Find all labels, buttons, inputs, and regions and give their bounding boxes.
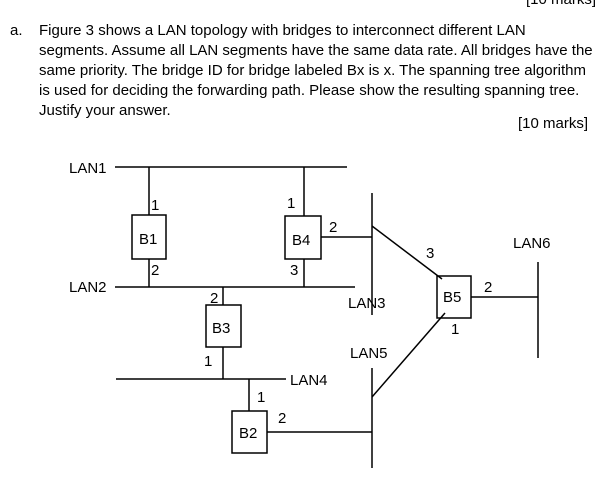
lan3-label: LAN3 (348, 295, 386, 312)
link-b5-lan5 (371, 312, 446, 398)
b4-port1-label: 1 (287, 195, 295, 212)
b5-port3-label: 3 (426, 245, 434, 262)
b3-port1-label: 1 (204, 353, 212, 370)
lan2-label: LAN2 (69, 279, 107, 296)
b3-port2-label: 2 (210, 290, 218, 307)
question-letter: a. (10, 22, 23, 39)
link-b5-lan3 (371, 225, 443, 280)
lan5-label: LAN5 (350, 345, 388, 362)
b4-port2-label: 2 (329, 219, 337, 236)
lan6-label: LAN6 (513, 235, 551, 252)
question-text: Figure 3 shows a LAN topology with bridg… (39, 22, 593, 119)
bridge-b1-label: B1 (139, 231, 157, 248)
b2-port1-label: 1 (257, 389, 265, 406)
b1-port2-label: 2 (151, 262, 159, 279)
top-marks-label: [10 marks] (526, 0, 596, 8)
bridge-b5-label: B5 (443, 289, 461, 306)
question-block: a. Figure 3 shows a LAN topology with br… (10, 21, 595, 121)
b5-port2-label: 2 (484, 279, 492, 296)
bridge-b3-label: B3 (212, 320, 230, 337)
lan4-label: LAN4 (290, 372, 328, 389)
bridge-b2-label: B2 (239, 425, 257, 442)
b4-port3-label: 3 (290, 262, 298, 279)
bridge-b4-label: B4 (292, 232, 310, 249)
marks-label: [10 marks] (518, 115, 589, 132)
b2-port2-label: 2 (278, 410, 286, 427)
lan1-label: LAN1 (69, 160, 107, 177)
b1-port1-label: 1 (151, 197, 159, 214)
b5-port1-label: 1 (451, 321, 459, 338)
